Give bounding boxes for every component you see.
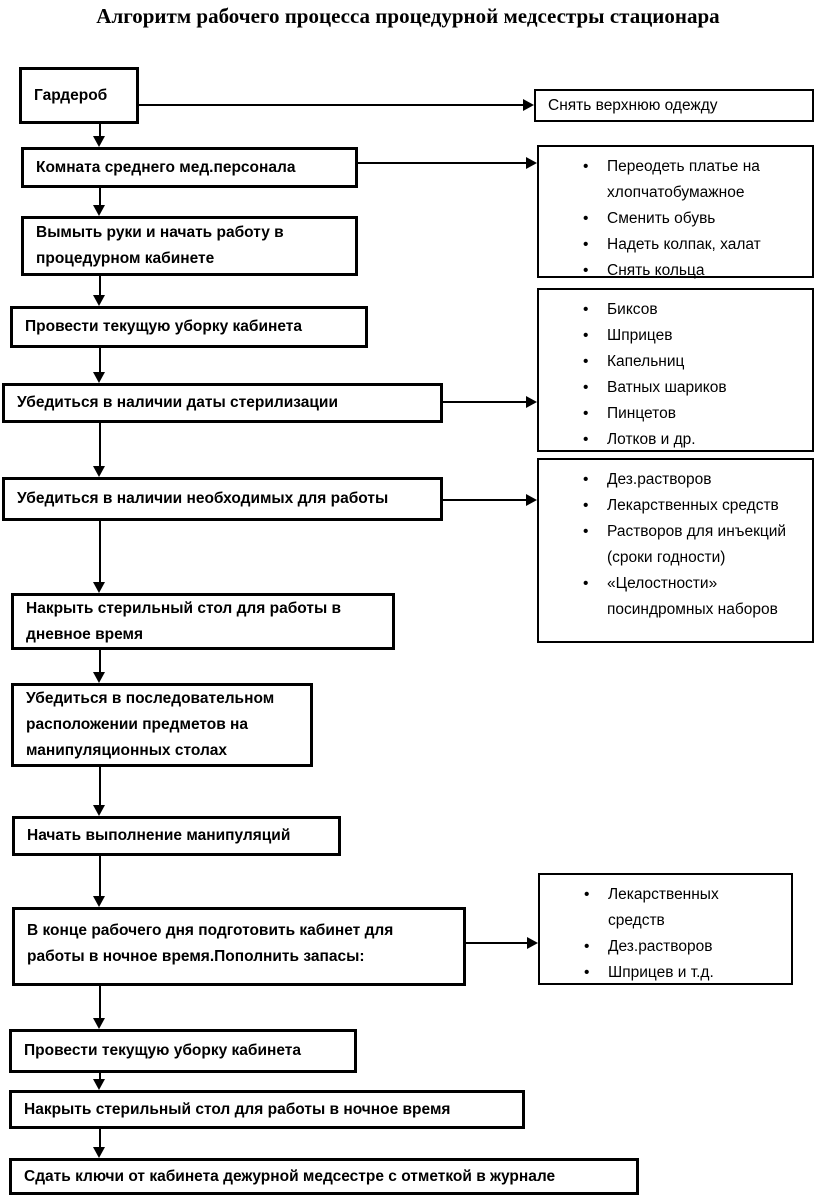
- arrow-down-icon: [93, 205, 105, 216]
- flow-step-10-prepare-night: В конце рабочего дня подготовить кабинет…: [12, 907, 466, 986]
- list-item: Лекарственных средств: [539, 493, 812, 519]
- flow-step-1-wardrobe: Гардероб: [19, 67, 139, 124]
- arrow-down-icon: [93, 1147, 105, 1158]
- arrow-down-icon: [93, 582, 105, 593]
- connector-line: [466, 942, 528, 944]
- arrow-down-icon: [93, 896, 105, 907]
- flow-step-7-sterile-table-day: Накрыть стерильный стол для работы в дне…: [11, 593, 395, 650]
- checklist-work-supplies: Дез.растворов Лекарственных средств Раст…: [537, 458, 814, 643]
- list-item: Растворов для инъекций (сроки годности): [539, 519, 812, 571]
- connector-line: [99, 1129, 101, 1148]
- checklist-restock-list: Лекарственных средств Дез.растворов Шпри…: [540, 882, 791, 986]
- checklist-clothing-list: Переодеть платье на хлопчатобумажное Сме…: [539, 154, 812, 284]
- list-item: Снять кольца: [539, 258, 812, 284]
- list-item: Лекарственных средств: [540, 882, 791, 934]
- checklist-sterilized-items-list: Биксов Шприцев Капельниц Ватных шариков …: [539, 297, 812, 453]
- note-remove-outerwear: Снять верхнюю одежду: [534, 89, 814, 122]
- arrow-down-icon: [93, 672, 105, 683]
- arrow-right-icon: [526, 157, 537, 169]
- list-item: Переодеть платье на хлопчатобумажное: [539, 154, 812, 206]
- arrow-right-icon: [526, 396, 537, 408]
- list-item: Дез.растворов: [539, 467, 812, 493]
- flow-step-13-hand-over-keys: Сдать ключи от кабинета дежурной медсест…: [9, 1158, 639, 1195]
- checklist-restock: Лекарственных средств Дез.растворов Шпри…: [538, 873, 793, 986]
- connector-line: [358, 162, 527, 164]
- connector-line: [99, 348, 101, 373]
- checklist-sterilized-items: Биксов Шприцев Капельниц Ватных шариков …: [537, 288, 814, 453]
- connector-line: [99, 188, 101, 206]
- list-item: Дез.растворов: [540, 934, 791, 960]
- connector-line: [99, 650, 101, 673]
- list-item: Лотков и др.: [539, 427, 812, 453]
- connector-line: [99, 856, 101, 897]
- flow-step-11-routine-cleaning: Провести текущую уборку кабинета: [9, 1029, 357, 1073]
- arrow-down-icon: [93, 136, 105, 147]
- flow-step-3-wash-hands: Вымыть руки и начать работу в процедурно…: [21, 216, 358, 276]
- arrow-down-icon: [93, 1079, 105, 1090]
- list-item: «Целостности» посиндромных наборов: [539, 571, 812, 623]
- list-item: Капельниц: [539, 349, 812, 375]
- list-item: Шприцев: [539, 323, 812, 349]
- arrow-down-icon: [93, 1018, 105, 1029]
- connector-line: [99, 767, 101, 806]
- connector-line: [99, 276, 101, 296]
- connector-line: [99, 124, 101, 137]
- list-item: Биксов: [539, 297, 812, 323]
- arrow-down-icon: [93, 466, 105, 477]
- connector-line: [99, 521, 101, 583]
- list-item: Сменить обувь: [539, 206, 812, 232]
- connector-line: [99, 423, 101, 467]
- flow-step-8-check-arrangement: Убедиться в последовательном расположени…: [11, 683, 313, 767]
- page-title: Алгоритм рабочего процесса процедурной м…: [96, 4, 720, 28]
- connector-line: [99, 1073, 101, 1080]
- connector-line: [443, 401, 527, 403]
- list-item: Шприцев и т.д.: [540, 960, 791, 986]
- flow-step-12-sterile-table-night: Накрыть стерильный стол для работы в ноч…: [9, 1090, 525, 1129]
- connector-line: [443, 499, 527, 501]
- flow-step-6-check-supplies: Убедиться в наличии необходимых для рабо…: [2, 477, 443, 521]
- arrow-down-icon: [93, 805, 105, 816]
- flow-step-5-check-sterilization-date: Убедиться в наличии даты стерилизации: [2, 383, 443, 423]
- flow-step-4-routine-cleaning: Провести текущую уборку кабинета: [10, 306, 368, 348]
- arrow-right-icon: [526, 494, 537, 506]
- flow-step-9-start-manipulations: Начать выполнение манипуляций: [12, 816, 341, 856]
- list-item: Пинцетов: [539, 401, 812, 427]
- connector-line: [99, 986, 101, 1019]
- checklist-clothing: Переодеть платье на хлопчатобумажное Сме…: [537, 145, 814, 284]
- arrow-right-icon: [527, 937, 538, 949]
- arrow-down-icon: [93, 372, 105, 383]
- connector-line: [139, 104, 524, 106]
- arrow-right-icon: [523, 99, 534, 111]
- list-item: Ватных шариков: [539, 375, 812, 401]
- checklist-work-supplies-list: Дез.растворов Лекарственных средств Раст…: [539, 467, 812, 623]
- flow-step-2-staff-room: Комната среднего мед.персонала: [21, 147, 358, 188]
- arrow-down-icon: [93, 295, 105, 306]
- list-item: Надеть колпак, халат: [539, 232, 812, 258]
